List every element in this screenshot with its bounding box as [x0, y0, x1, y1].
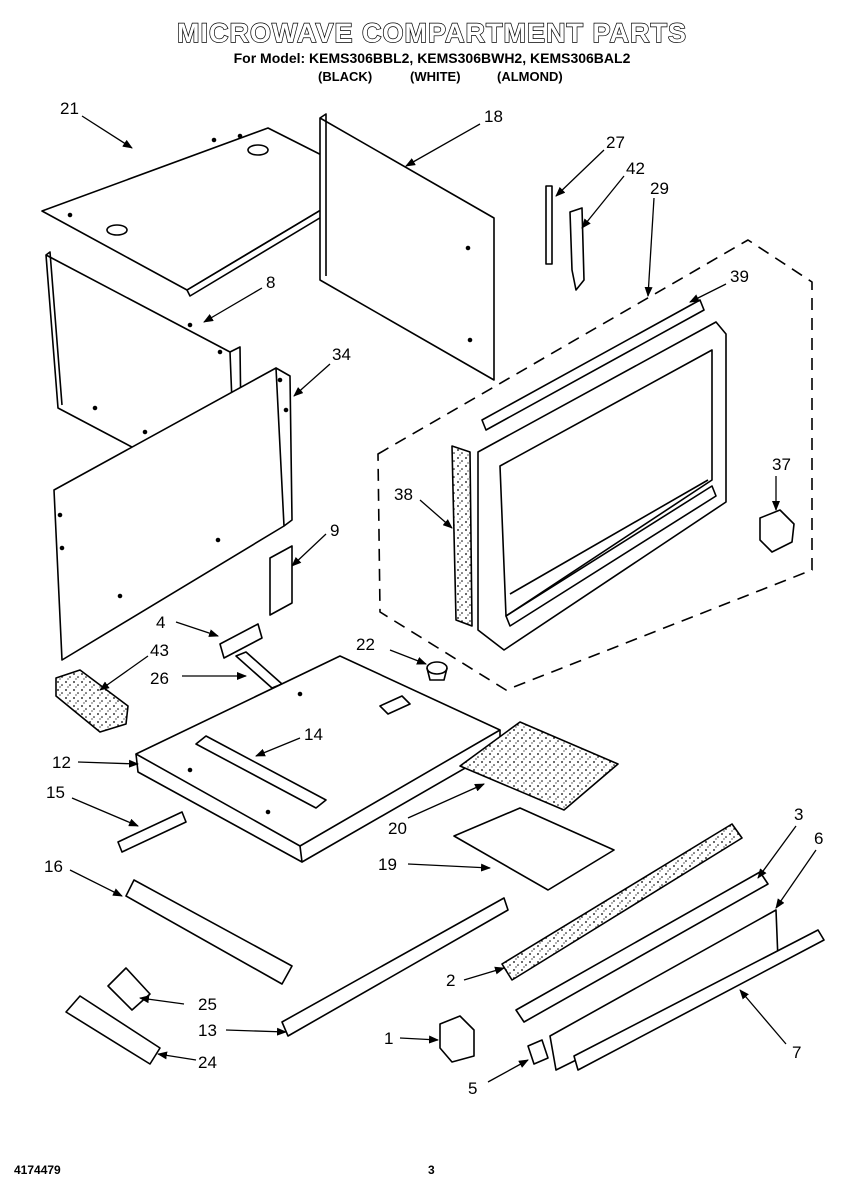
label-9: 9 [330, 521, 339, 540]
label-2: 2 [446, 971, 455, 990]
label-16: 16 [44, 857, 63, 876]
leader-18 [405, 123, 481, 167]
leader-21 [81, 115, 133, 149]
label-20: 20 [388, 819, 407, 838]
label-7: 7 [792, 1043, 801, 1062]
label-42: 42 [626, 159, 645, 178]
part-14-rail [195, 735, 327, 809]
part-38-foam-strip [451, 445, 473, 627]
leader-34 [293, 363, 331, 397]
page-title: MICROWAVE COMPARTMENT PARTS [176, 17, 687, 48]
part-39-strip [481, 299, 705, 431]
leader-43 [99, 655, 149, 691]
label-4: 4 [156, 613, 165, 632]
part-13-bracket [281, 897, 509, 1037]
leader-lines [69, 115, 817, 1083]
part-18-back-panel [319, 113, 495, 381]
part-34-side-panel [53, 367, 293, 661]
part-12-base-pan [135, 655, 501, 863]
part-20-filter-screen [459, 721, 619, 811]
label-27: 27 [606, 133, 625, 152]
label-8: 8 [266, 273, 275, 292]
leader-38 [419, 499, 453, 529]
label-26: 26 [150, 669, 169, 688]
part-19-plate [453, 807, 615, 891]
part-7-trim [573, 929, 825, 1071]
label-37: 37 [772, 455, 791, 474]
label-43: 43 [150, 641, 169, 660]
part-16-rail [125, 879, 293, 985]
label-22: 22 [356, 635, 375, 654]
color-white: (WHITE) [410, 69, 461, 84]
leader-19 [407, 863, 491, 872]
label-39: 39 [730, 267, 749, 286]
leader-2 [463, 966, 505, 981]
leader-6 [775, 849, 817, 909]
leader-14 [255, 737, 301, 757]
leader-29 [644, 197, 655, 297]
leader-27 [555, 149, 605, 197]
leader-12 [77, 759, 139, 768]
label-6: 6 [814, 829, 823, 848]
label-19: 19 [378, 855, 397, 874]
label-34: 34 [332, 345, 351, 364]
part-3-trim [515, 871, 769, 1023]
part-labels: 21 18 27 42 29 39 8 34 37 38 9 4 43 26 2… [44, 99, 823, 1098]
leader-5 [487, 1059, 529, 1083]
label-18: 18 [484, 107, 503, 126]
part-5-cap [527, 1039, 549, 1065]
leader-22 [389, 649, 427, 665]
part-1-switch [439, 1015, 475, 1063]
color-almond: (ALMOND) [497, 69, 563, 84]
leader-20 [407, 783, 485, 819]
leader-8 [203, 287, 263, 323]
color-black: (BLACK) [318, 69, 373, 84]
leader-16 [69, 869, 123, 897]
part-2-vent-grille [501, 823, 743, 981]
leader-3 [757, 825, 797, 879]
part-22-grommet [426, 661, 448, 681]
label-3: 3 [794, 805, 803, 824]
part-15-rail [117, 811, 187, 853]
leader-1 [399, 1035, 439, 1044]
color-list: (BLACK) (WHITE) (ALMOND) [0, 69, 864, 87]
footer-part-number: 4174479 [14, 1163, 61, 1177]
part-24-duct [65, 995, 161, 1065]
label-13: 13 [198, 1021, 217, 1040]
part-27-strip [545, 185, 553, 265]
leader-24 [157, 1051, 197, 1061]
label-21: 21 [60, 99, 79, 118]
part-29-cavity-front [477, 321, 727, 651]
label-12: 12 [52, 753, 71, 772]
footer-page-number: 3 [428, 1163, 435, 1177]
part-25-clip [107, 967, 151, 1011]
label-1: 1 [384, 1029, 393, 1048]
label-25: 25 [198, 995, 217, 1014]
leader-4 [175, 621, 219, 637]
label-38: 38 [394, 485, 413, 504]
part-9-bracket [269, 545, 293, 616]
leader-25 [139, 995, 185, 1005]
label-15: 15 [46, 783, 65, 802]
part-37-connector [759, 509, 795, 553]
part-4-clip [219, 623, 263, 659]
part-26-rail [235, 651, 283, 689]
part-42-strip [569, 207, 585, 291]
leader-39 [689, 283, 727, 303]
leader-7 [739, 989, 787, 1045]
leader-15 [71, 797, 139, 827]
model-list: For Model: KEMS306BBL2, KEMS306BWH2, KEM… [233, 50, 631, 66]
label-5: 5 [468, 1079, 477, 1098]
leader-9 [291, 533, 327, 567]
leader-13 [225, 1027, 287, 1036]
label-24: 24 [198, 1053, 217, 1072]
label-14: 14 [304, 725, 323, 744]
label-29: 29 [650, 179, 669, 198]
leader-42 [581, 175, 625, 229]
part-29-assembly-outline [377, 239, 813, 691]
part-43-foam-block [55, 669, 129, 733]
